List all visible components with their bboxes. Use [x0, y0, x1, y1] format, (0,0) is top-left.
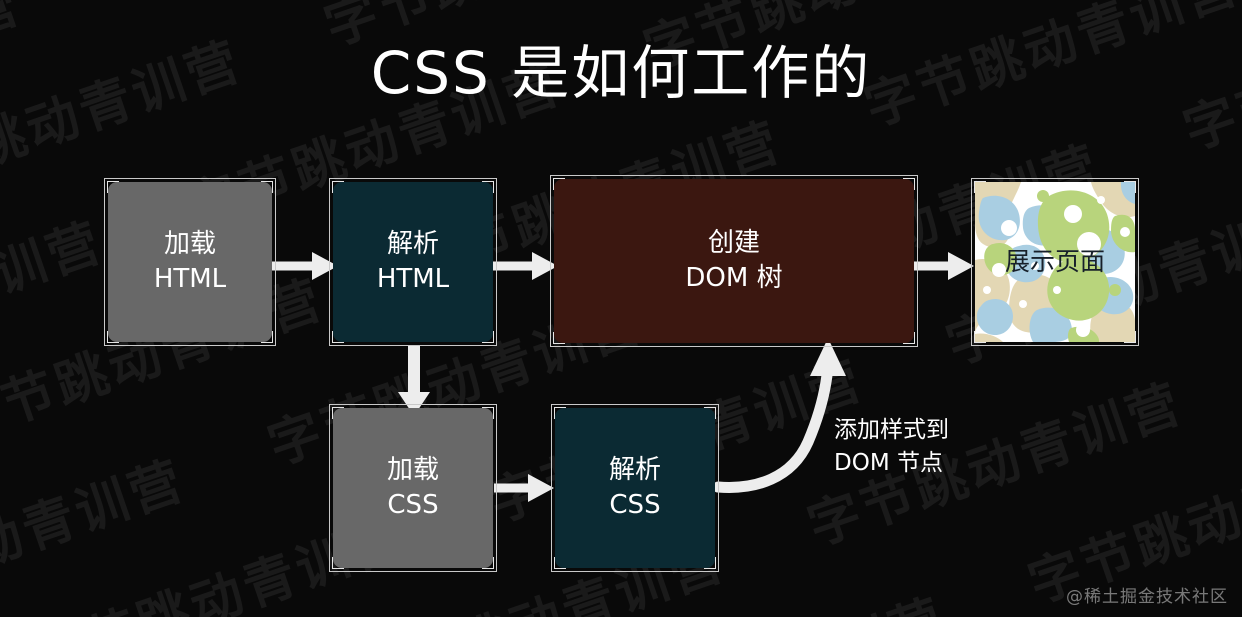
corner-tick-icon [554, 407, 566, 419]
node-parse-css-label: 解析 CSS [608, 455, 661, 520]
watermark-text: 字节跳动青训营 [564, 588, 954, 617]
watermark-text: 字节跳动青训营 [883, 612, 1242, 617]
node-parse-css-body: 解析 CSS [555, 408, 715, 568]
node-parse-css[interactable]: 解析 CSS [551, 404, 719, 572]
corner-tick-icon [332, 181, 344, 193]
corner-tick-icon [332, 331, 344, 343]
corner-tick-icon [482, 331, 494, 343]
slide-title: CSS 是如何工作的 [370, 39, 872, 107]
corner-tick-icon [107, 331, 119, 343]
corner-tick-icon [107, 181, 119, 193]
corner-tick-icon [1124, 331, 1136, 343]
curved-arrow-label: 添加样式到 DOM 节点 [834, 417, 949, 477]
corner-tick-icon [332, 557, 344, 569]
node-parse-html-body: 解析 HTML [333, 182, 493, 342]
node-parse-html[interactable]: 解析 HTML [329, 178, 497, 346]
node-parse-html-label: 解析 HTML [376, 229, 450, 294]
node-load-css-label: 加载 CSS [386, 455, 439, 520]
corner-tick-icon [261, 331, 273, 343]
node-load-html[interactable]: 加载 HTML [104, 178, 276, 346]
arrow-parse-css-to-build-dom-curved [712, 338, 846, 493]
corner-tick-icon [261, 181, 273, 193]
corner-tick-icon [553, 332, 565, 344]
node-load-html-body: 加载 HTML [108, 182, 272, 342]
corner-tick-icon [554, 557, 566, 569]
arrow-build-dom-to-render-page [914, 252, 974, 280]
corner-tick-icon [482, 407, 494, 419]
node-render-page-label: 展示页面 [1004, 247, 1105, 277]
arrow-load-html-to-parse-html [268, 252, 338, 280]
arrow-parse-html-to-build-dom [492, 252, 558, 280]
node-build-dom-tree-label: 创建 DOM 树 [685, 228, 783, 293]
corner-tick-icon [553, 178, 565, 190]
node-build-dom-tree-body: 创建 DOM 树 [554, 179, 914, 343]
watermark-text: 字节跳动青训营 [0, 450, 194, 617]
corner-tick-icon [903, 178, 915, 190]
arrow-load-css-to-parse-css [494, 474, 554, 502]
watermark-text: 字节跳动青训营 [0, 212, 112, 397]
corner-tick-icon [482, 557, 494, 569]
node-load-html-label: 加载 HTML [153, 229, 227, 294]
watermark-text: 字节跳动青训营 [97, 0, 487, 1]
node-load-css[interactable]: 加载 CSS [329, 404, 497, 572]
corner-tick-icon [974, 181, 986, 193]
arrow-parse-html-to-load-css [398, 346, 430, 416]
corner-tick-icon [1124, 181, 1136, 193]
credit-watermark: @稀土掘金技术社区 [1066, 587, 1228, 607]
corner-tick-icon [704, 557, 716, 569]
corner-tick-icon [704, 407, 716, 419]
corner-tick-icon [482, 181, 494, 193]
decorative-blob-pattern [975, 182, 1135, 342]
node-render-page-body: 展示页面 [975, 182, 1135, 342]
node-build-dom-tree[interactable]: 创建 DOM 树 [550, 175, 918, 347]
corner-tick-icon [974, 331, 986, 343]
corner-tick-icon [903, 332, 915, 344]
node-render-page[interactable]: 展示页面 [971, 178, 1139, 346]
corner-tick-icon [332, 407, 344, 419]
node-load-css-body: 加载 CSS [333, 408, 493, 568]
